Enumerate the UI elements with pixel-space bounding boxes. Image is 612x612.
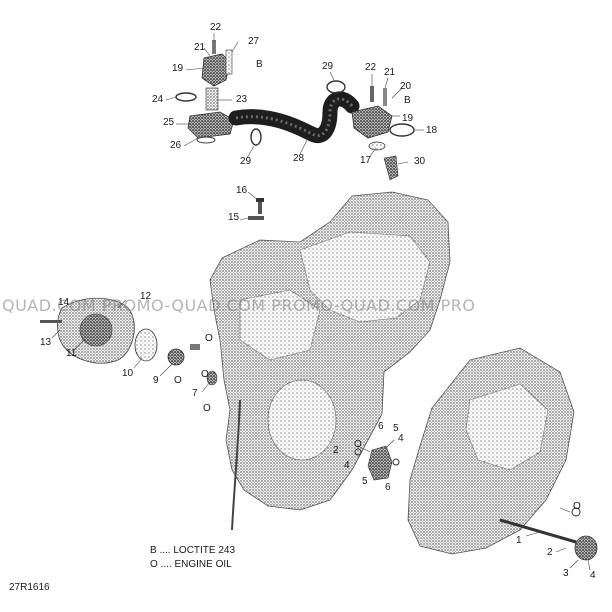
callout-2-center: 2 xyxy=(333,445,339,456)
callout-21-right: 21 xyxy=(384,67,396,78)
callout-28: 28 xyxy=(293,153,305,164)
legend-key-o: O xyxy=(150,559,158,570)
callout-20: 20 xyxy=(400,81,412,92)
callout-4-left: 4 xyxy=(344,460,350,471)
legend-loctite: B .... LOCTITE 243 xyxy=(150,545,235,556)
callout-o-center: O xyxy=(354,439,362,450)
callout-5-bottom: 5 xyxy=(362,476,368,487)
legend-key-b: B xyxy=(150,545,157,556)
callout-18: 18 xyxy=(426,125,438,136)
legend-text-engine-oil: ENGINE OIL xyxy=(174,559,232,570)
diagram-reference-code: 27R1616 xyxy=(9,582,50,593)
callout-9: 9 xyxy=(153,375,159,386)
callout-21: 21 xyxy=(194,42,206,53)
callout-14: 14 xyxy=(58,297,70,308)
watermark-text: QUAD.COM PROMO-QUAD.COM PROMO-QUAD.COM P… xyxy=(2,296,476,315)
callout-22-right: 22 xyxy=(365,62,377,73)
callout-24: 24 xyxy=(152,94,164,105)
bolts-16-15 xyxy=(248,198,264,220)
callout-6-bottom: 6 xyxy=(385,482,391,493)
upper-right-elbow-assembly xyxy=(351,86,415,181)
callout-27: 27 xyxy=(248,36,260,47)
callout-17: 17 xyxy=(360,155,372,166)
callout-26: 26 xyxy=(170,140,182,151)
callout-29-upper: 29 xyxy=(322,61,334,72)
lower-right-housing xyxy=(407,347,598,561)
callout-16: 16 xyxy=(236,185,248,196)
callout-22: 22 xyxy=(210,22,222,33)
callout-o-pump-1: O xyxy=(205,333,213,344)
center-part-cluster xyxy=(354,445,400,481)
callout-o-pump-4: O xyxy=(203,403,211,414)
callout-4-right: 4 xyxy=(398,433,404,444)
crankcase-main xyxy=(209,191,451,531)
legend-separator: .... xyxy=(160,559,175,570)
callout-4-lower-right: 4 xyxy=(590,570,596,581)
leader-lines xyxy=(51,33,591,571)
callout-23: 23 xyxy=(236,94,248,105)
callout-19-right: 19 xyxy=(402,113,414,124)
callout-b-upper-right: B xyxy=(404,95,411,106)
callout-13: 13 xyxy=(40,337,52,348)
callout-o-pump-3: O xyxy=(201,369,209,380)
callout-5-top: 5 xyxy=(393,423,399,434)
callout-11: 11 xyxy=(66,348,77,359)
legend-engine-oil: O .... ENGINE OIL xyxy=(150,559,232,570)
callout-1: 1 xyxy=(516,535,522,546)
callout-30: 30 xyxy=(414,156,426,167)
callout-15: 15 xyxy=(228,212,240,223)
callout-19: 19 xyxy=(172,63,184,74)
callout-29-lower: 29 xyxy=(240,156,252,167)
callout-o-pump-2: O xyxy=(174,375,182,386)
callout-7: 7 xyxy=(192,388,198,399)
coolant-hose xyxy=(228,80,360,143)
callout-2-lower-right: 2 xyxy=(547,547,553,558)
callout-10: 10 xyxy=(122,368,134,379)
callout-25: 25 xyxy=(163,117,175,128)
legend-text-loctite: LOCTITE 243 xyxy=(173,545,236,556)
water-pump-assembly xyxy=(40,297,218,386)
callout-3: 3 xyxy=(563,568,569,579)
callout-12: 12 xyxy=(140,291,152,302)
upper-left-elbow-assembly xyxy=(175,40,262,146)
callout-b-upper-left: B xyxy=(256,59,263,70)
legend-separator: .... xyxy=(159,545,174,556)
callout-6-top: 6 xyxy=(378,421,384,432)
callout-o-lower-right: O xyxy=(573,501,581,512)
